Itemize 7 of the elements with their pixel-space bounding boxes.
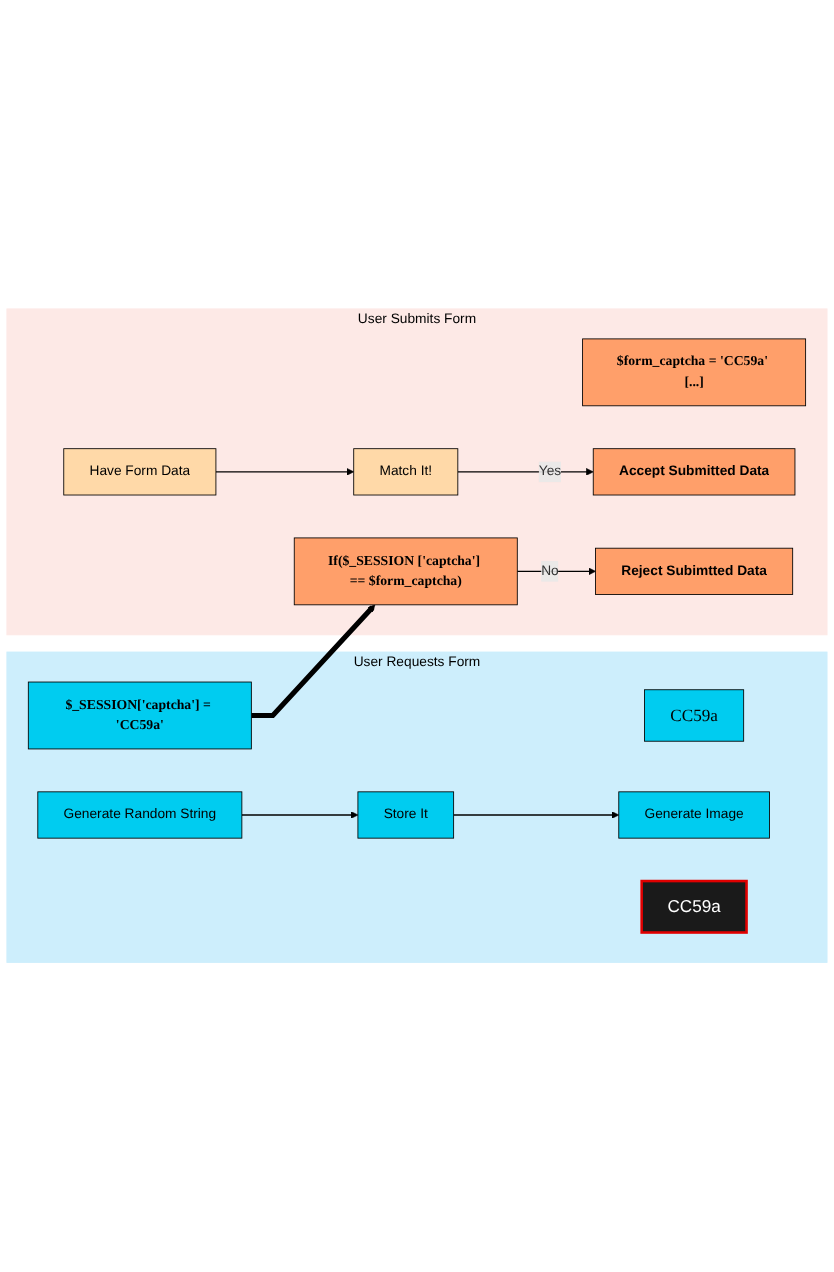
arrow: [251, 604, 376, 719]
arrow: [241, 811, 359, 820]
arrow: [453, 811, 620, 820]
arrow: [215, 468, 355, 476]
node-box: CC59a: [644, 689, 745, 742]
arrow: [457, 468, 594, 476]
node-box: CC59a: [640, 880, 748, 935]
